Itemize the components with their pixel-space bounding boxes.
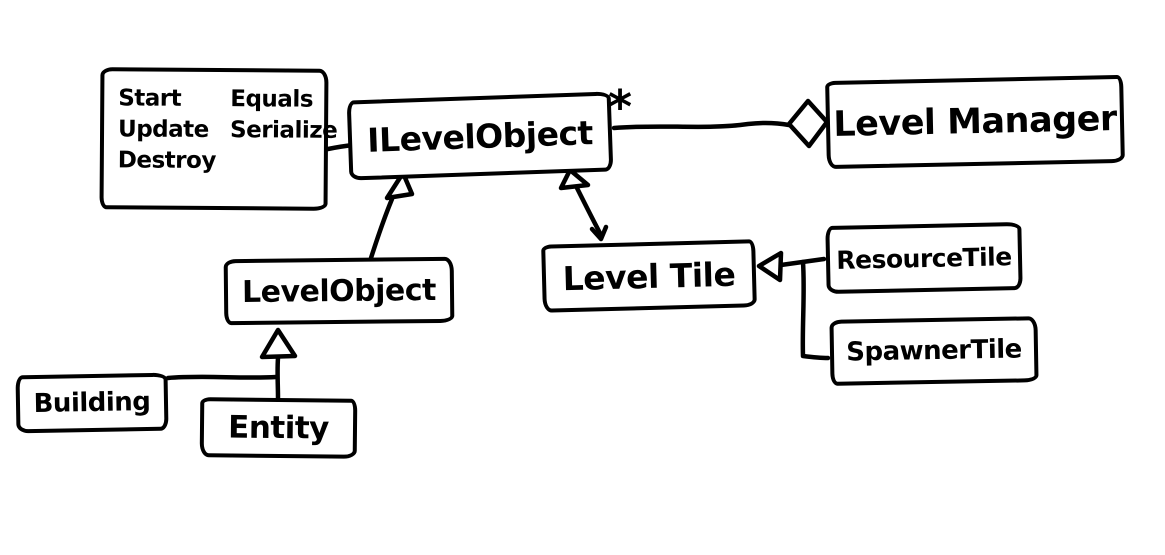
class-box-entity: Entity: [199, 397, 358, 459]
method-name: Update: [117, 116, 209, 144]
aggregation-diamond-icon: [786, 98, 830, 149]
method-name: Equals: [230, 86, 314, 113]
inheritance-line-building: [165, 374, 279, 381]
method-name: Destroy: [117, 147, 216, 175]
aggregation-line: [611, 120, 792, 131]
interface-methods-column-2: Equals Serialize: [230, 84, 338, 178]
class-label: LevelObject: [241, 272, 437, 310]
inheritance-triangle-levelobject-icon: [259, 327, 298, 360]
class-box-ilevelobject: ILevelObject: [346, 91, 614, 181]
realization-line-leveltile-end-arrowhead-icon: [589, 224, 609, 242]
inheritance-triangle-leveltile-icon: [756, 250, 784, 283]
class-label: Level Tile: [562, 254, 736, 298]
realization-triangle-levelobject-icon: [384, 170, 415, 201]
realization-line-leveltile: [574, 185, 604, 238]
method-name: Start: [118, 85, 182, 112]
interface-methods-column-1: Start Update Destroy: [118, 83, 217, 177]
class-box-resourcetile: ResourceTile: [825, 221, 1023, 295]
class-label: SpawnerTile: [845, 334, 1023, 368]
class-label: ILevelObject: [366, 112, 594, 160]
class-box-levelobject: LevelObject: [223, 256, 455, 326]
realization-line-levelobject: [368, 196, 395, 261]
class-box-building: Building: [15, 372, 169, 434]
method-name: Serialize: [229, 117, 338, 144]
class-box-spawnertile: SpawnerTile: [829, 316, 1039, 386]
class-label: Building: [33, 386, 151, 420]
class-box-levelmanager: Level Manager: [825, 74, 1125, 170]
interface-methods-note: Start Update Destroy Equals Serialize: [99, 67, 337, 211]
class-label: ResourceTile: [836, 241, 1012, 275]
class-box-leveltile: Level Tile: [541, 239, 757, 313]
realization-triangle-leveltile-icon: [558, 167, 591, 191]
class-label: Level Manager: [832, 99, 1118, 145]
multiplicity-star: *: [608, 80, 633, 134]
class-label: Entity: [227, 409, 330, 447]
interface-methods-columns: Start Update Destroy Equals Serialize: [118, 83, 338, 178]
inheritance-line-spawnertile: [800, 259, 831, 361]
